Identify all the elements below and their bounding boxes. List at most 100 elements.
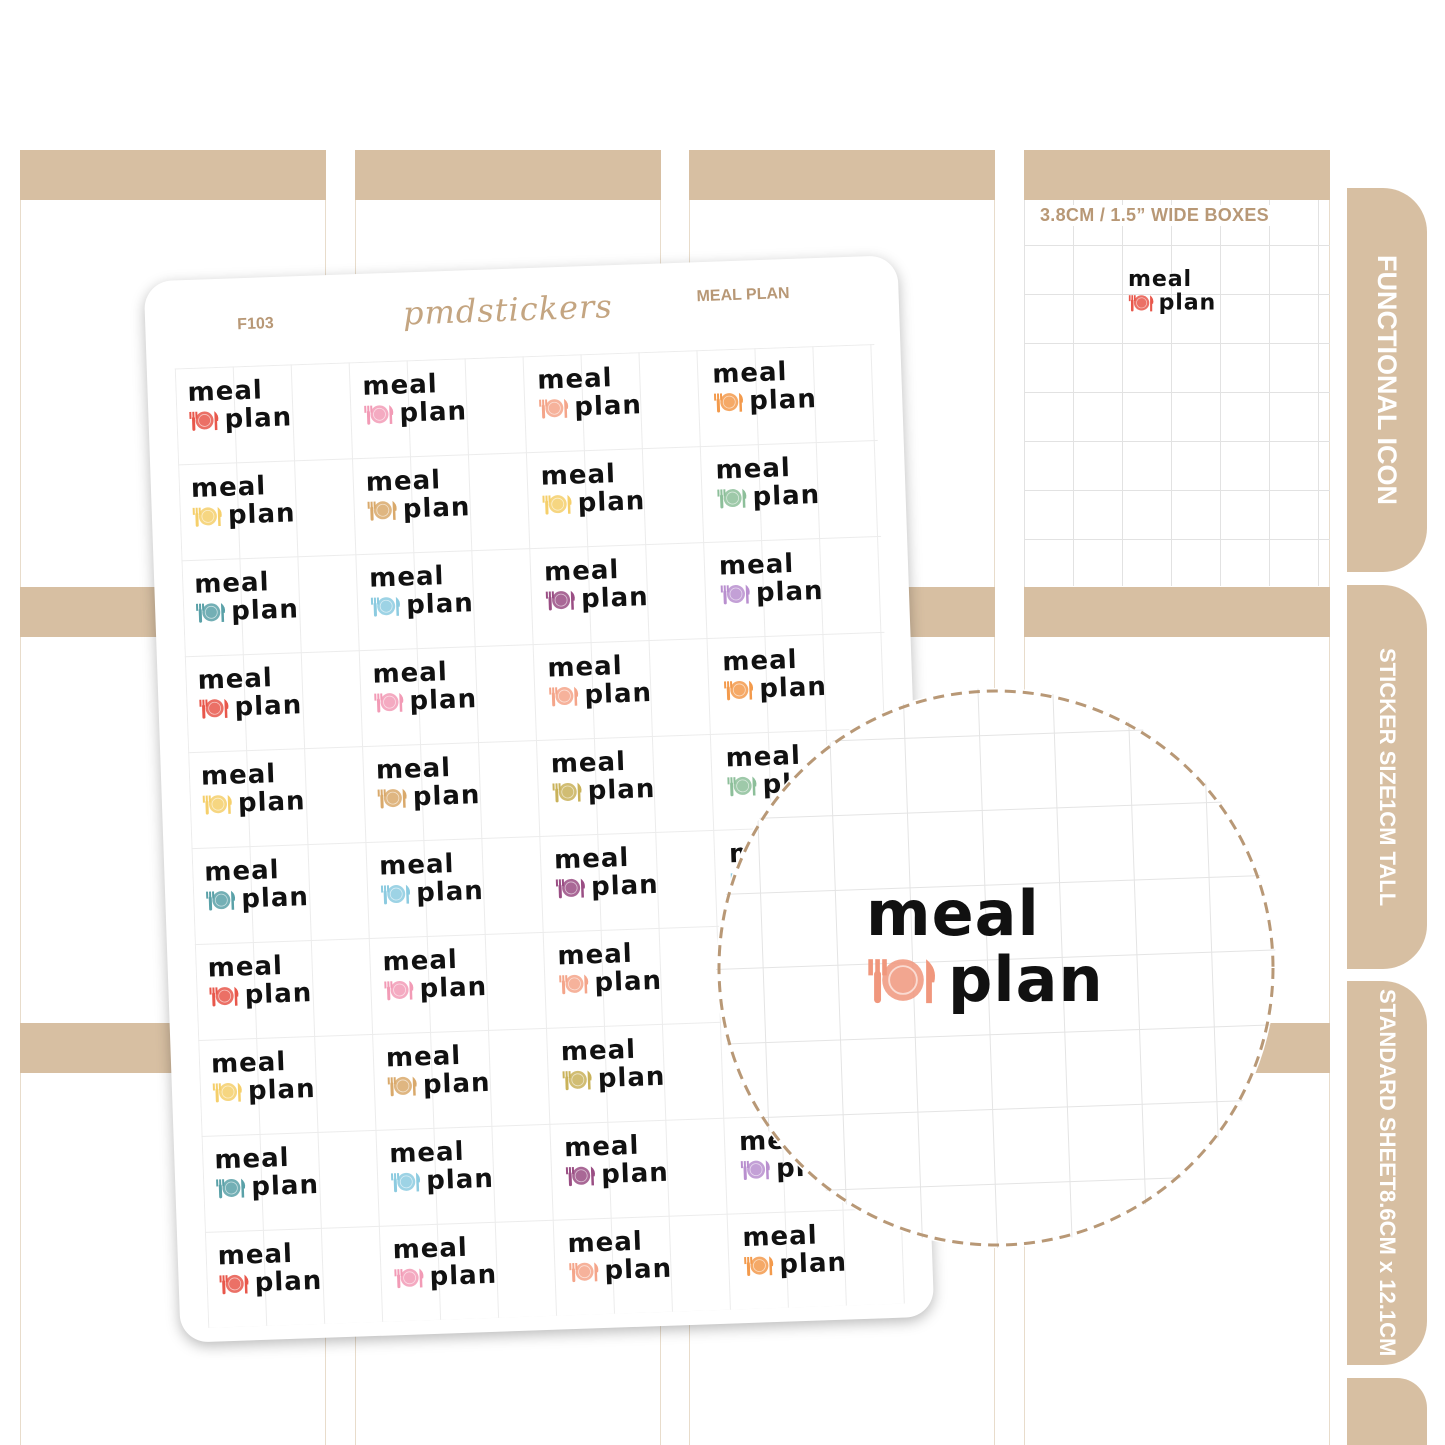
column-header-band	[20, 150, 326, 200]
plate-fork-knife-icon	[192, 507, 222, 527]
sheet-code: F103	[236, 314, 275, 334]
plate-fork-knife-icon	[189, 411, 219, 431]
sticker-word-plan: plan	[587, 773, 656, 807]
sticker-word-meal: meal	[546, 651, 624, 684]
plate-fork-knife-icon	[720, 584, 750, 605]
tab-label: FUNCTIONAL ICON	[1372, 255, 1402, 505]
sticker-word-meal: meal	[721, 644, 799, 678]
zoom-magnifier: meal plan	[716, 688, 1276, 1248]
sticker-word-meal: meal	[361, 369, 439, 402]
sticker-word-plan: plan	[398, 396, 468, 429]
sticker-word-meal: meal	[187, 375, 264, 409]
sticker-word-meal: meal	[711, 357, 788, 390]
sticker-word-plan: plan	[237, 786, 307, 819]
sticker-word-plan: plan	[227, 498, 296, 531]
sticker-word-plan: plan	[230, 594, 300, 627]
brand-logo: pmdstickers	[402, 287, 614, 333]
sticker-word-plan: plan	[748, 384, 818, 417]
sticker-word-meal: meal	[382, 944, 459, 978]
tab-label: STANDARD SHEET 8.6CM x 12.1CM	[1375, 989, 1400, 1357]
plate-fork-knife-icon	[868, 959, 936, 1004]
sticker-word-meal: meal	[368, 561, 445, 594]
plate-fork-knife-icon	[387, 1076, 417, 1097]
plate-fork-knife-icon	[542, 494, 572, 515]
sticker-word-plan: plan	[425, 1163, 495, 1197]
sticker-word-meal: meal	[718, 548, 795, 582]
sticker-word-plan: plan	[583, 678, 653, 711]
sticker-word-meal: meal	[197, 663, 274, 696]
plate-fork-knife-icon	[549, 686, 579, 707]
sticker-word-meal: meal	[553, 842, 630, 876]
side-tab-functional-icon: FUNCTIONAL ICON	[1347, 188, 1427, 572]
sticker-word-plan: plan	[778, 1247, 848, 1280]
plate-fork-knife-icon	[195, 602, 226, 623]
sticker-word-meal: meal	[1128, 266, 1192, 292]
sticker-word-meal: meal	[563, 1130, 640, 1164]
sticker-word-plan: plan	[593, 965, 663, 999]
plate-fork-knife-icon	[539, 398, 569, 419]
sticker-word-plan: plan	[240, 882, 310, 915]
plate-fork-knife-icon	[212, 1082, 242, 1103]
sticker-word-plan: plan	[402, 492, 471, 525]
column-header-band	[355, 150, 661, 200]
sticker-word-plan: plan	[597, 1061, 666, 1095]
sticker-word-plan: plan	[422, 1067, 491, 1101]
column-header-band	[689, 150, 995, 200]
sticker-word-meal: meal	[213, 1142, 291, 1176]
sticker-word-plan: plan	[250, 1169, 320, 1203]
sticker-word-meal: meal	[200, 759, 277, 792]
plate-fork-knife-icon	[206, 890, 236, 911]
sticker-word-meal: meal	[715, 453, 792, 486]
sticker-word-meal: meal	[540, 459, 617, 492]
side-tab-sticker-size: STICKER SIZE 1CM TALL	[1347, 585, 1427, 969]
column-header-band	[1024, 587, 1330, 637]
zoom-dashed-border	[717, 689, 1275, 1247]
sticker-word-meal: meal	[365, 465, 442, 498]
sheet-title: MEAL PLAN	[696, 284, 790, 306]
plate-fork-knife-icon	[384, 980, 414, 1001]
plate-fork-knife-icon	[202, 794, 232, 815]
sticker-word-meal: meal	[190, 471, 267, 504]
sticker-word-plan: plan	[412, 780, 481, 813]
sticker-word-meal: meal	[388, 1136, 465, 1170]
sticker-word-plan: plan	[755, 575, 825, 609]
plate-fork-knife-icon	[744, 1256, 774, 1276]
sticker-word-plan: plan	[573, 390, 643, 423]
sticker-word-plan: plan	[590, 869, 660, 903]
sticker-word-meal: meal	[556, 938, 634, 972]
sticker-word-meal: meal	[193, 567, 270, 600]
plate-fork-knife-icon	[380, 884, 410, 905]
sticker-word-plan: plan	[408, 684, 478, 717]
plate-fork-knife-icon	[377, 788, 407, 809]
sample-grid-box	[1024, 200, 1330, 586]
sticker-word-plan: plan	[429, 1259, 498, 1293]
sticker-word-meal: meal	[210, 1046, 287, 1080]
sticker-word-meal: meal	[550, 746, 627, 780]
plate-fork-knife-icon	[374, 692, 404, 713]
sticker-word-plan: plan	[247, 1073, 317, 1107]
sticker-word-plan: plan	[234, 690, 303, 723]
